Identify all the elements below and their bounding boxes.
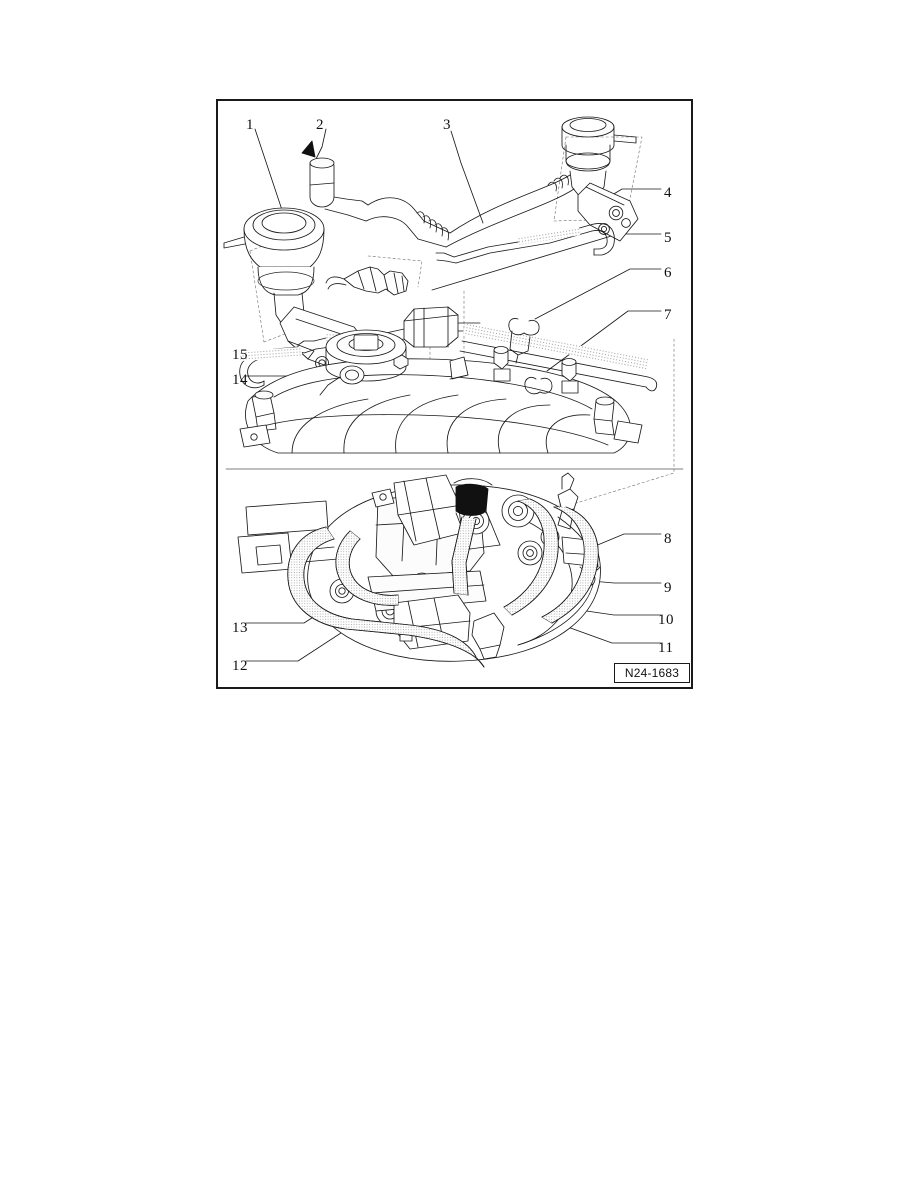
callout-5: 5 [664, 230, 672, 246]
callout-8: 8 [664, 531, 672, 547]
callout-13: 13 [232, 620, 248, 636]
callout-4: 4 [664, 185, 672, 201]
callout-12: 12 [232, 658, 248, 674]
callout-6: 6 [664, 265, 672, 281]
figure-id-label: N24-1683 [624, 666, 680, 680]
figure-frame: N24-1683 [216, 99, 693, 689]
callout-14: 14 [232, 372, 248, 388]
callout-9: 9 [664, 580, 672, 596]
technical-diagram-drawing [223, 116, 684, 668]
callout-15: 15 [232, 347, 248, 363]
callout-1: 1 [246, 117, 254, 133]
callout-3: 3 [443, 117, 451, 133]
callout-2: 2 [316, 117, 324, 133]
callout-7: 7 [664, 307, 672, 323]
callout-11: 11 [658, 640, 674, 656]
callout-10: 10 [658, 612, 674, 628]
figure-id-box: N24-1683 [614, 663, 690, 683]
